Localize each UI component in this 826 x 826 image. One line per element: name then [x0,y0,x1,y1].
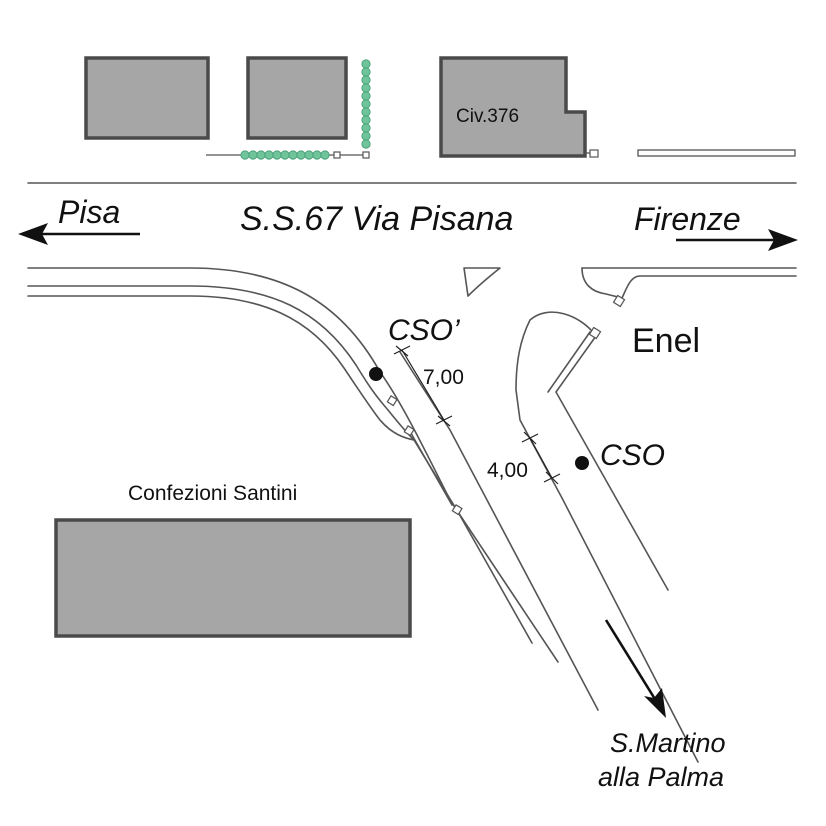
sidewalk-west-inner [407,427,453,506]
traffic-island-small [463,267,501,297]
sidewalk-east [637,149,796,157]
factory-label: Confezioni Santini [128,482,297,505]
hedge-horizontal [240,150,330,160]
civic-number-label: Civ.376 [456,106,519,127]
bollard [588,326,602,340]
bollard [403,425,415,437]
hedge-vertical [361,59,371,149]
arrow-head-west [18,223,48,245]
side-road-east-edge [515,311,699,763]
dimension-label-primary: 4,00 [487,459,528,482]
bollard [386,395,398,407]
building-confezioni-santini [54,518,412,638]
fence-post [333,151,341,159]
station-marker-secondary [369,367,383,381]
building-west [84,56,210,140]
fence-post [362,151,370,159]
dimension-line-primary [521,431,561,485]
main-road-south-edge-outer [27,267,559,663]
side-road-east-kerb-outer [555,335,669,591]
building-civ-376 [439,56,587,158]
side-road-west-edge [399,351,599,711]
arrow-to-s-martino [604,619,660,705]
direction-label-alla-palma: alla Palma [598,762,724,792]
station-label-secondary: CSO’ [388,314,461,347]
bollard [612,294,626,308]
direction-label-firenze: Firenze [634,201,741,237]
main-road-south-edge-inner-b [27,295,415,441]
side-road-east-kerb-inner [547,331,591,393]
bollard [451,504,463,516]
enel-corner [581,267,623,299]
enel-label: Enel [632,322,700,360]
building-center [246,56,348,140]
road-name-label: S.S.67 Via Pisana [240,200,513,238]
arrow-head-east [768,229,798,251]
main-road-south-edge-inner-a [27,285,415,441]
direction-label-pisa: Pisa [58,194,120,230]
station-marker-primary [575,456,589,470]
fence-post [589,149,599,158]
dimension-label-secondary: 7,00 [423,366,464,389]
dimension-line-secondary [393,345,453,427]
enel-kerb [621,275,797,299]
arrow-head-south [644,688,666,718]
station-label-primary: CSO [600,439,665,472]
direction-label-s-martino: S.Martino [610,728,726,758]
